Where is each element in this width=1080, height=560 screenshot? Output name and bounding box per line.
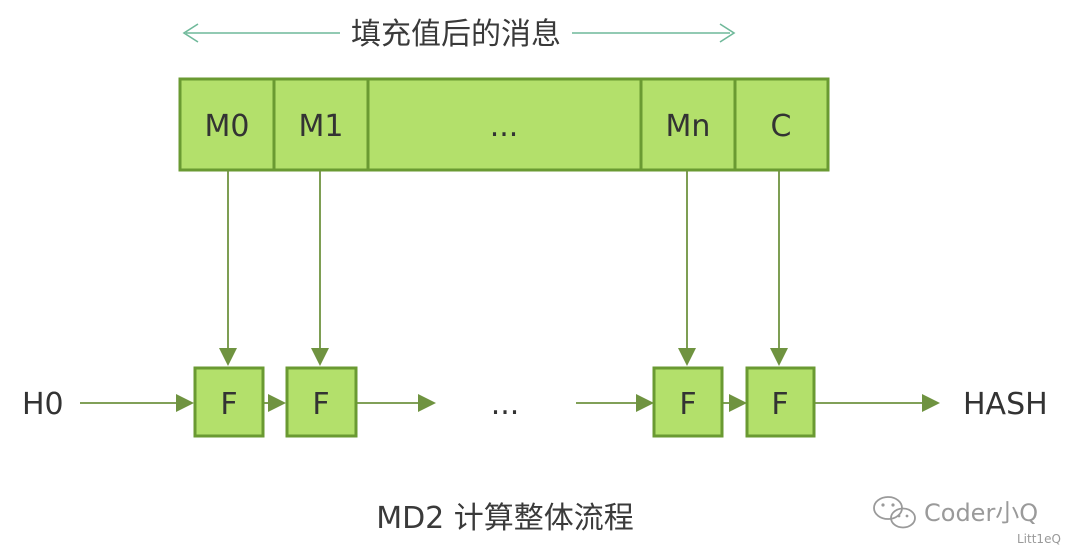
message-label-m1: M1 (299, 109, 344, 144)
watermark-name: Coder小Q (924, 499, 1038, 527)
vertical-arrows (219, 170, 788, 366)
h-arrow-head-4 (636, 394, 654, 412)
f-label-1: F (220, 387, 237, 422)
message-label-mn: Mn (666, 109, 711, 144)
message-block-ellipsis (366, 77, 643, 172)
message-row: M0 M1 ... Mn C (178, 77, 830, 172)
f-blocks: F F F F (193, 366, 816, 438)
v-arrow-head-4 (770, 348, 788, 366)
horizontal-chain: H0 ... HASH (22, 387, 1048, 422)
f-label-2: F (312, 387, 329, 422)
v-arrow-head-1 (219, 348, 237, 366)
v-arrow-head-2 (311, 348, 329, 366)
v-arrow-head-3 (678, 348, 696, 366)
message-block-c (733, 77, 830, 172)
f-block-2 (285, 366, 358, 438)
message-block-m1 (272, 77, 370, 172)
f-block-3 (652, 366, 724, 438)
message-label-ellipsis: ... (490, 109, 519, 144)
wechat-icon (873, 496, 916, 529)
h-arrow-head-3 (418, 394, 436, 412)
f-block-1 (193, 366, 265, 438)
h-arrow-head-1 (176, 394, 194, 412)
message-block-m0 (178, 77, 276, 172)
watermark: Coder小Q Litt1eQ (873, 496, 1061, 546)
message-label-c: C (771, 109, 792, 144)
watermark-sub: Litt1eQ (1017, 532, 1061, 546)
h-arrow-head-2 (268, 394, 286, 412)
input-label-h0: H0 (22, 387, 64, 422)
span-arrow-left-head (182, 23, 199, 43)
caption: MD2 计算整体流程 (376, 501, 634, 536)
message-label-m0: M0 (205, 109, 250, 144)
message-span-arrow: 填充值后的消息 (182, 17, 736, 52)
middle-ellipsis: ... (491, 387, 520, 422)
top-label: 填充值后的消息 (351, 17, 561, 52)
message-block-mn (639, 77, 737, 172)
h-arrow-head-6 (922, 394, 940, 412)
h-arrow-head-5 (729, 394, 747, 412)
f-block-4 (745, 366, 816, 438)
f-label-4: F (771, 387, 788, 422)
f-label-3: F (679, 387, 696, 422)
output-label-hash: HASH (963, 387, 1048, 422)
span-arrow-right-head (719, 23, 736, 43)
